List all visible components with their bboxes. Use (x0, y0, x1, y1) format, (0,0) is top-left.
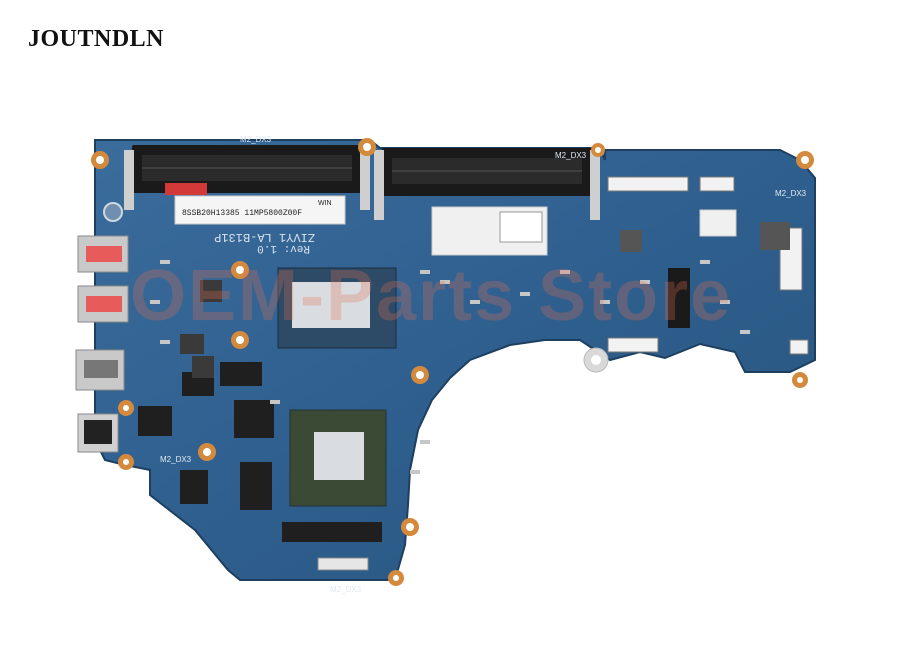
brand-title: JOUTNDLN (28, 26, 165, 52)
hole-label: M2_DX3 (330, 585, 362, 594)
hole-label: M2_DX3 (775, 189, 807, 198)
board-model-label: ZIVY1 LA-B131P (214, 230, 315, 244)
store-watermark: OEM-Parts Store (130, 256, 733, 336)
board-revision: Rev: 1.0 (257, 242, 310, 254)
serial-sticker-text: 8SSB20H13385 11MP5800Z00F (182, 209, 302, 218)
sticker-suffix: WIN (318, 200, 332, 207)
serial-sticker (174, 195, 346, 225)
hole-label: M2_DX3 (160, 455, 192, 464)
cpu-thermal-pad (292, 282, 370, 328)
hole-label: M2_DX3 (240, 135, 272, 144)
gpu-thermal-pad (314, 432, 364, 480)
hole-label: M2_DX3 (555, 151, 587, 160)
